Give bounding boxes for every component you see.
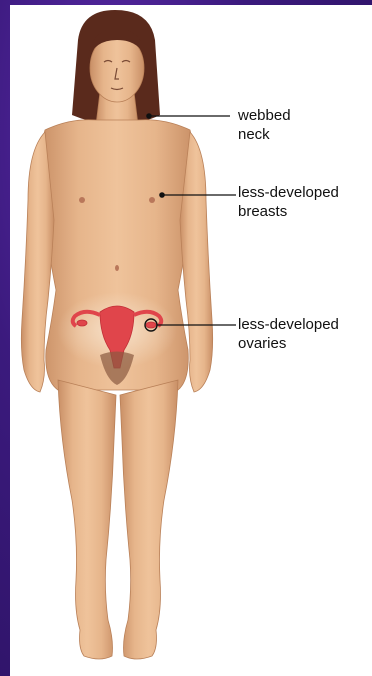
label-webbed-neck-line2: neck [238,125,291,144]
leader-dot-webbed-neck [147,114,151,118]
label-breasts-line1: less-developed [238,183,339,202]
label-less-developed-breasts: less-developed breasts [238,183,339,221]
navel [115,265,119,271]
label-webbed-neck-line1: webbed [238,106,291,125]
right-ovary [146,322,156,328]
label-ovaries-line2: ovaries [238,334,339,353]
right-nipple [149,197,155,203]
right-leg [120,380,178,659]
label-less-developed-ovaries: less-developed ovaries [238,315,339,353]
leader-dot-breasts [160,193,164,197]
left-leg [58,380,116,659]
label-ovaries-line1: less-developed [238,315,339,334]
left-ovary [77,320,87,326]
label-webbed-neck: webbed neck [238,106,291,144]
label-breasts-line2: breasts [238,202,339,221]
left-nipple [79,197,85,203]
